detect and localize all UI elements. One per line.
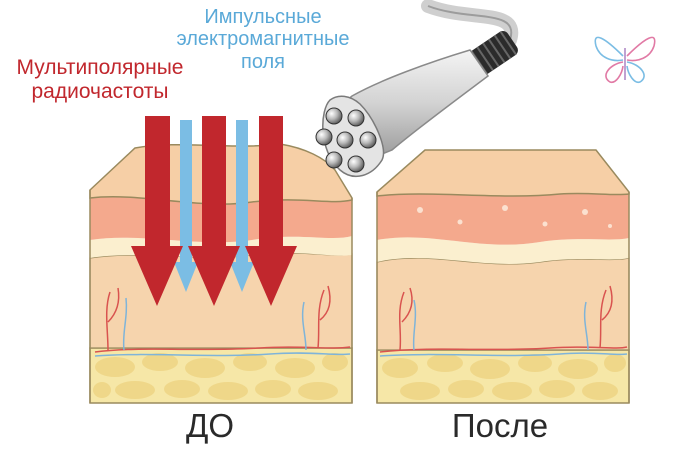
- pulsed-em-label-line-2: электромагнитные: [176, 28, 350, 51]
- after-caption: После: [451, 407, 549, 444]
- vessels-before: [94, 285, 351, 357]
- multipolar-rf-label-line-1: Мультиполярные: [16, 56, 184, 79]
- rf-arrow-1: [131, 116, 183, 306]
- energy-arrows: [131, 116, 297, 306]
- skin-block-after: [376, 149, 630, 404]
- rf-arrow-2: [188, 116, 240, 306]
- dermis-after: [377, 193, 629, 245]
- epidermis-after: [376, 149, 630, 197]
- vessels-after: [379, 285, 628, 357]
- rf-arrows: [131, 116, 297, 306]
- pulsed-em-label-line-3: поля: [240, 50, 285, 73]
- device-handpiece: [315, 0, 519, 178]
- pulsed-em-label: Импульсные электромагнитные поля: [150, 6, 376, 73]
- before-caption: ДО: [185, 407, 235, 444]
- collagen-band-after: [377, 237, 629, 264]
- fat-cells-after: [382, 354, 626, 400]
- dermis-dots-after: [417, 205, 612, 228]
- rf-arrow-3: [245, 116, 297, 306]
- butterfly-logo-icon: [594, 36, 656, 84]
- multipolar-rf-label: Мультиполярные радиочастоты: [2, 56, 198, 103]
- multipolar-rf-label-line-2: радиочастоты: [31, 79, 169, 103]
- pulsed-em-label-line-1: Импульсные: [204, 6, 322, 28]
- fat-cells-before: [93, 353, 348, 400]
